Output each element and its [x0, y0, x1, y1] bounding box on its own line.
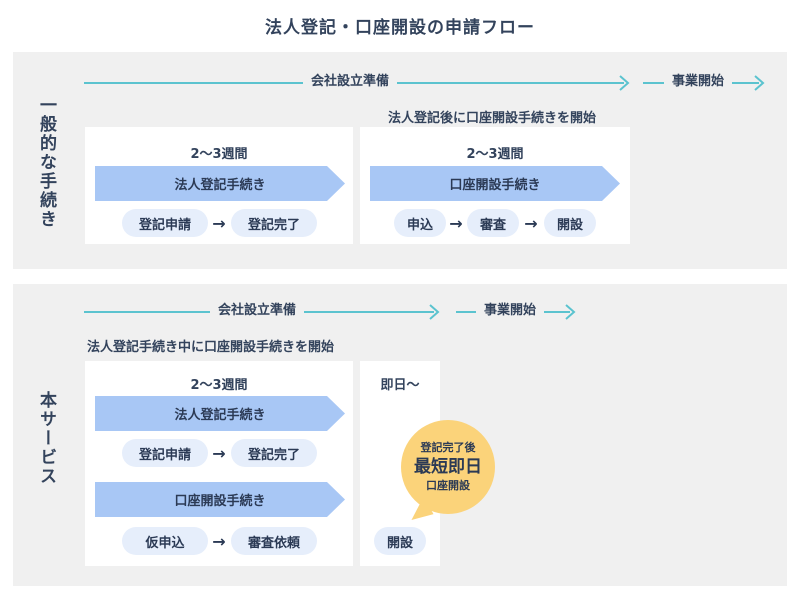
service-side-label: 本サービス [36, 391, 56, 486]
service-registration-band: 法人登記手続き [95, 396, 345, 431]
bubble-line-3: 口座開設 [426, 479, 470, 492]
speech-bubble: 登記完了後 最短即日 口座開設 [401, 420, 495, 514]
service-open-step: 開設 [374, 527, 426, 555]
service-acc-step-1: 仮申込 [122, 527, 208, 555]
general-registration-weeks: 2〜3週間 [190, 147, 248, 162]
service-account-band: 口座開設手続き [95, 482, 345, 517]
general-prep-arrowhead [619, 75, 630, 91]
bubble-line-1: 登記完了後 [420, 441, 476, 454]
general-step-1: 登記申請 [122, 209, 208, 237]
service-start-label: 事業開始 [476, 303, 545, 319]
arrow-right-icon: → [449, 213, 463, 233]
general-side-label: 一般的な手続き [36, 96, 56, 229]
service-reg-step-1: 登記申請 [122, 439, 208, 467]
general-account-step-1: 申込 [394, 209, 446, 237]
general-account-step-2: 審査 [467, 209, 519, 237]
general-account-band: 口座開設手続き [370, 166, 620, 201]
page-title: 法人登記・口座開設の申請フロー [265, 18, 535, 38]
general-start-label: 事業開始 [664, 74, 733, 90]
service-note: 法人登記手続き中に口座開設手続きを開始 [87, 340, 335, 355]
general-registration-band: 法人登記手続き [95, 166, 345, 201]
service-start-arrowhead [565, 304, 576, 320]
arrow-right-icon: → [212, 531, 226, 551]
general-account-weeks: 2〜3週間 [466, 147, 524, 162]
service-weeks: 2〜3週間 [190, 378, 248, 393]
service-acc-step-2: 審査依頼 [231, 527, 317, 555]
general-note: 法人登記後に口座開設手続きを開始 [388, 111, 597, 126]
service-prep-arrowhead [429, 304, 440, 320]
general-account-step-3: 開設 [544, 209, 596, 237]
arrow-right-icon: → [524, 213, 538, 233]
general-start-arrowhead [754, 75, 765, 91]
general-prep-label: 会社設立準備 [303, 74, 398, 90]
service-prep-label: 会社設立準備 [210, 303, 305, 319]
service-reg-step-2: 登記完了 [231, 439, 317, 467]
service-immediate-label: 即日〜 [380, 378, 420, 393]
bubble-line-2: 最短即日 [414, 457, 482, 477]
arrow-right-icon: → [212, 213, 226, 233]
arrow-right-icon: → [212, 443, 226, 463]
general-step-2: 登記完了 [231, 209, 317, 237]
